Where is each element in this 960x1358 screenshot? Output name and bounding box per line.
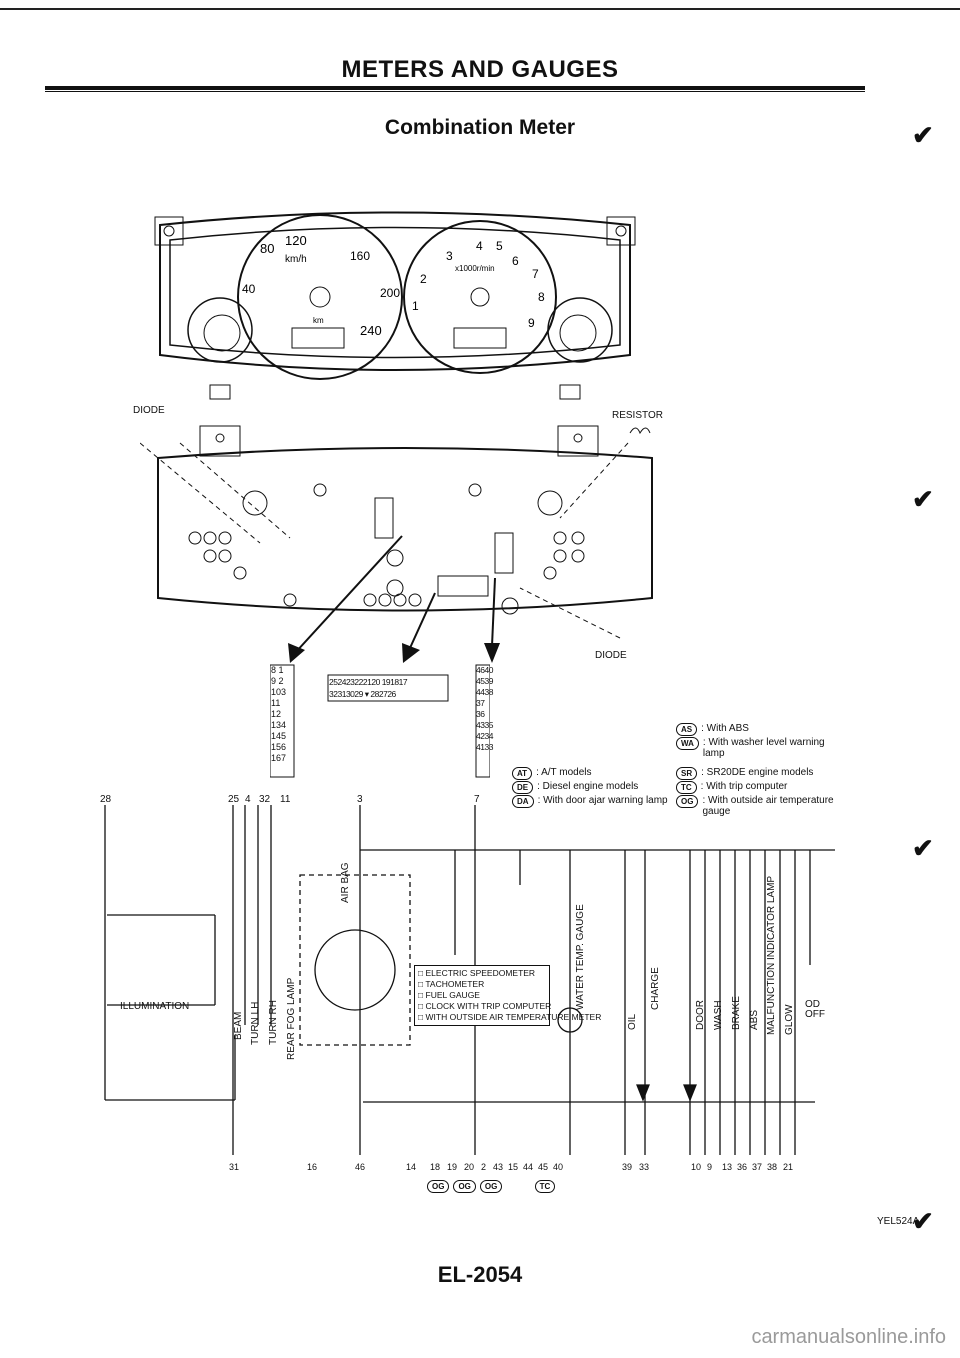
turn-lh-label: TURN LH	[250, 1001, 261, 1045]
legend-item: DE: Diesel engine models	[512, 781, 638, 794]
svg-text:3: 3	[446, 249, 453, 263]
svg-text:240: 240	[360, 323, 382, 338]
svg-text:9: 9	[528, 316, 535, 330]
svg-text:80: 80	[260, 241, 274, 256]
page-title: METERS AND GAUGES	[341, 56, 619, 83]
oil-label: OIL	[627, 1013, 638, 1030]
title-rule-thin	[45, 91, 865, 92]
terminal-32: 32	[259, 794, 271, 805]
abs-label: ABS	[749, 1009, 760, 1030]
svg-text:5: 5	[496, 239, 503, 253]
brake-label: BRAKE	[731, 996, 742, 1030]
connector-left-labels: 8 1 9 2 103 11 12 134 145 156 167	[271, 665, 287, 763]
meter-rear-view	[140, 425, 653, 663]
air-bag-label: AIR BAG	[340, 862, 351, 903]
figure-code: YEL524A	[877, 1216, 920, 1227]
svg-text:6: 6	[512, 254, 519, 268]
diode-label-top: DIODE	[133, 405, 165, 416]
rear-fog-label: REAR FOG LAMP	[286, 977, 297, 1060]
illumination-label: ILLUMINATION	[120, 1001, 190, 1012]
legend-item: AS: With ABS	[676, 723, 749, 736]
svg-text:40: 40	[242, 282, 256, 296]
wiring-schematic	[104, 805, 835, 1155]
charge-label: CHARGE	[650, 967, 661, 1010]
odo-label: km	[313, 316, 324, 325]
terminal-11: 11	[280, 794, 291, 805]
section-title: Combination Meter	[384, 116, 576, 139]
title-rule	[45, 86, 865, 90]
connector-right-labels: 4640 4539 4438 37 36 4335 4234 4133	[476, 665, 493, 752]
legend-item: OG: With outside air temperature gauge	[676, 795, 836, 817]
svg-text:2: 2	[420, 272, 427, 286]
svg-text:7: 7	[532, 267, 539, 281]
check-mark-icon: ✔	[912, 484, 934, 514]
svg-text:200: 200	[380, 286, 400, 300]
connector-grids	[270, 664, 490, 778]
terminal-25: 25	[228, 794, 240, 805]
svg-text:4: 4	[476, 239, 483, 253]
legend-item: SR: SR20DE engine models	[676, 767, 813, 780]
glow-label: GLOW	[784, 1004, 795, 1035]
connector-left	[270, 664, 295, 778]
svg-text:8: 8	[538, 290, 545, 304]
page-number: EL-2054	[437, 1262, 523, 1287]
check-mark-icon: ✔	[912, 1206, 934, 1236]
svg-text:120: 120	[285, 233, 307, 248]
svg-text:1: 1	[412, 299, 419, 313]
legend-item: WA: With washer level warning lamp	[676, 737, 836, 759]
legend-item: DA: With door ajar warning lamp	[512, 795, 677, 808]
legend-item: AT: A/T models	[512, 767, 591, 780]
terminal-7: 7	[474, 794, 480, 805]
watermark: carmanualsonline.info	[751, 1326, 946, 1348]
check-mark-icon: ✔	[912, 833, 934, 863]
connector-middle-labels: 252423222120 191817 32313029 ▾ 282726	[329, 677, 408, 699]
top-border-line	[0, 8, 960, 10]
legend-item: TC: With trip computer	[676, 781, 787, 794]
door-label: DOOR	[695, 1000, 706, 1030]
meter-function-box: □ ELECTRIC SPEEDOMETER □ TACHOMETER □ FU…	[414, 965, 601, 1026]
resistor-label: RESISTOR	[612, 410, 663, 421]
turn-rh-label: TURN RH	[268, 1000, 279, 1045]
beam-label: BEAM	[233, 1011, 244, 1040]
diode-label-bottom: DIODE	[595, 650, 627, 661]
malfunction-label: MALFUNCTION INDICATOR LAMP	[766, 875, 777, 1035]
od-off-label: OD OFF	[805, 999, 825, 1020]
wash-label: WASH	[713, 1000, 724, 1030]
terminal-3: 3	[357, 794, 363, 805]
check-mark-icon: ✔	[912, 120, 934, 150]
terminal-4: 4	[245, 794, 251, 805]
speed-unit-label: km/h	[285, 254, 307, 265]
water-temp-label: WATER TEMP. GAUGE	[575, 904, 586, 1010]
meter-front-view: km/h km 80 120 160 40 200 240 x1000r/min…	[154, 211, 636, 400]
tacho-unit-label: x1000r/min	[455, 264, 495, 273]
terminal-28: 28	[100, 794, 112, 805]
svg-text:160: 160	[350, 249, 370, 263]
